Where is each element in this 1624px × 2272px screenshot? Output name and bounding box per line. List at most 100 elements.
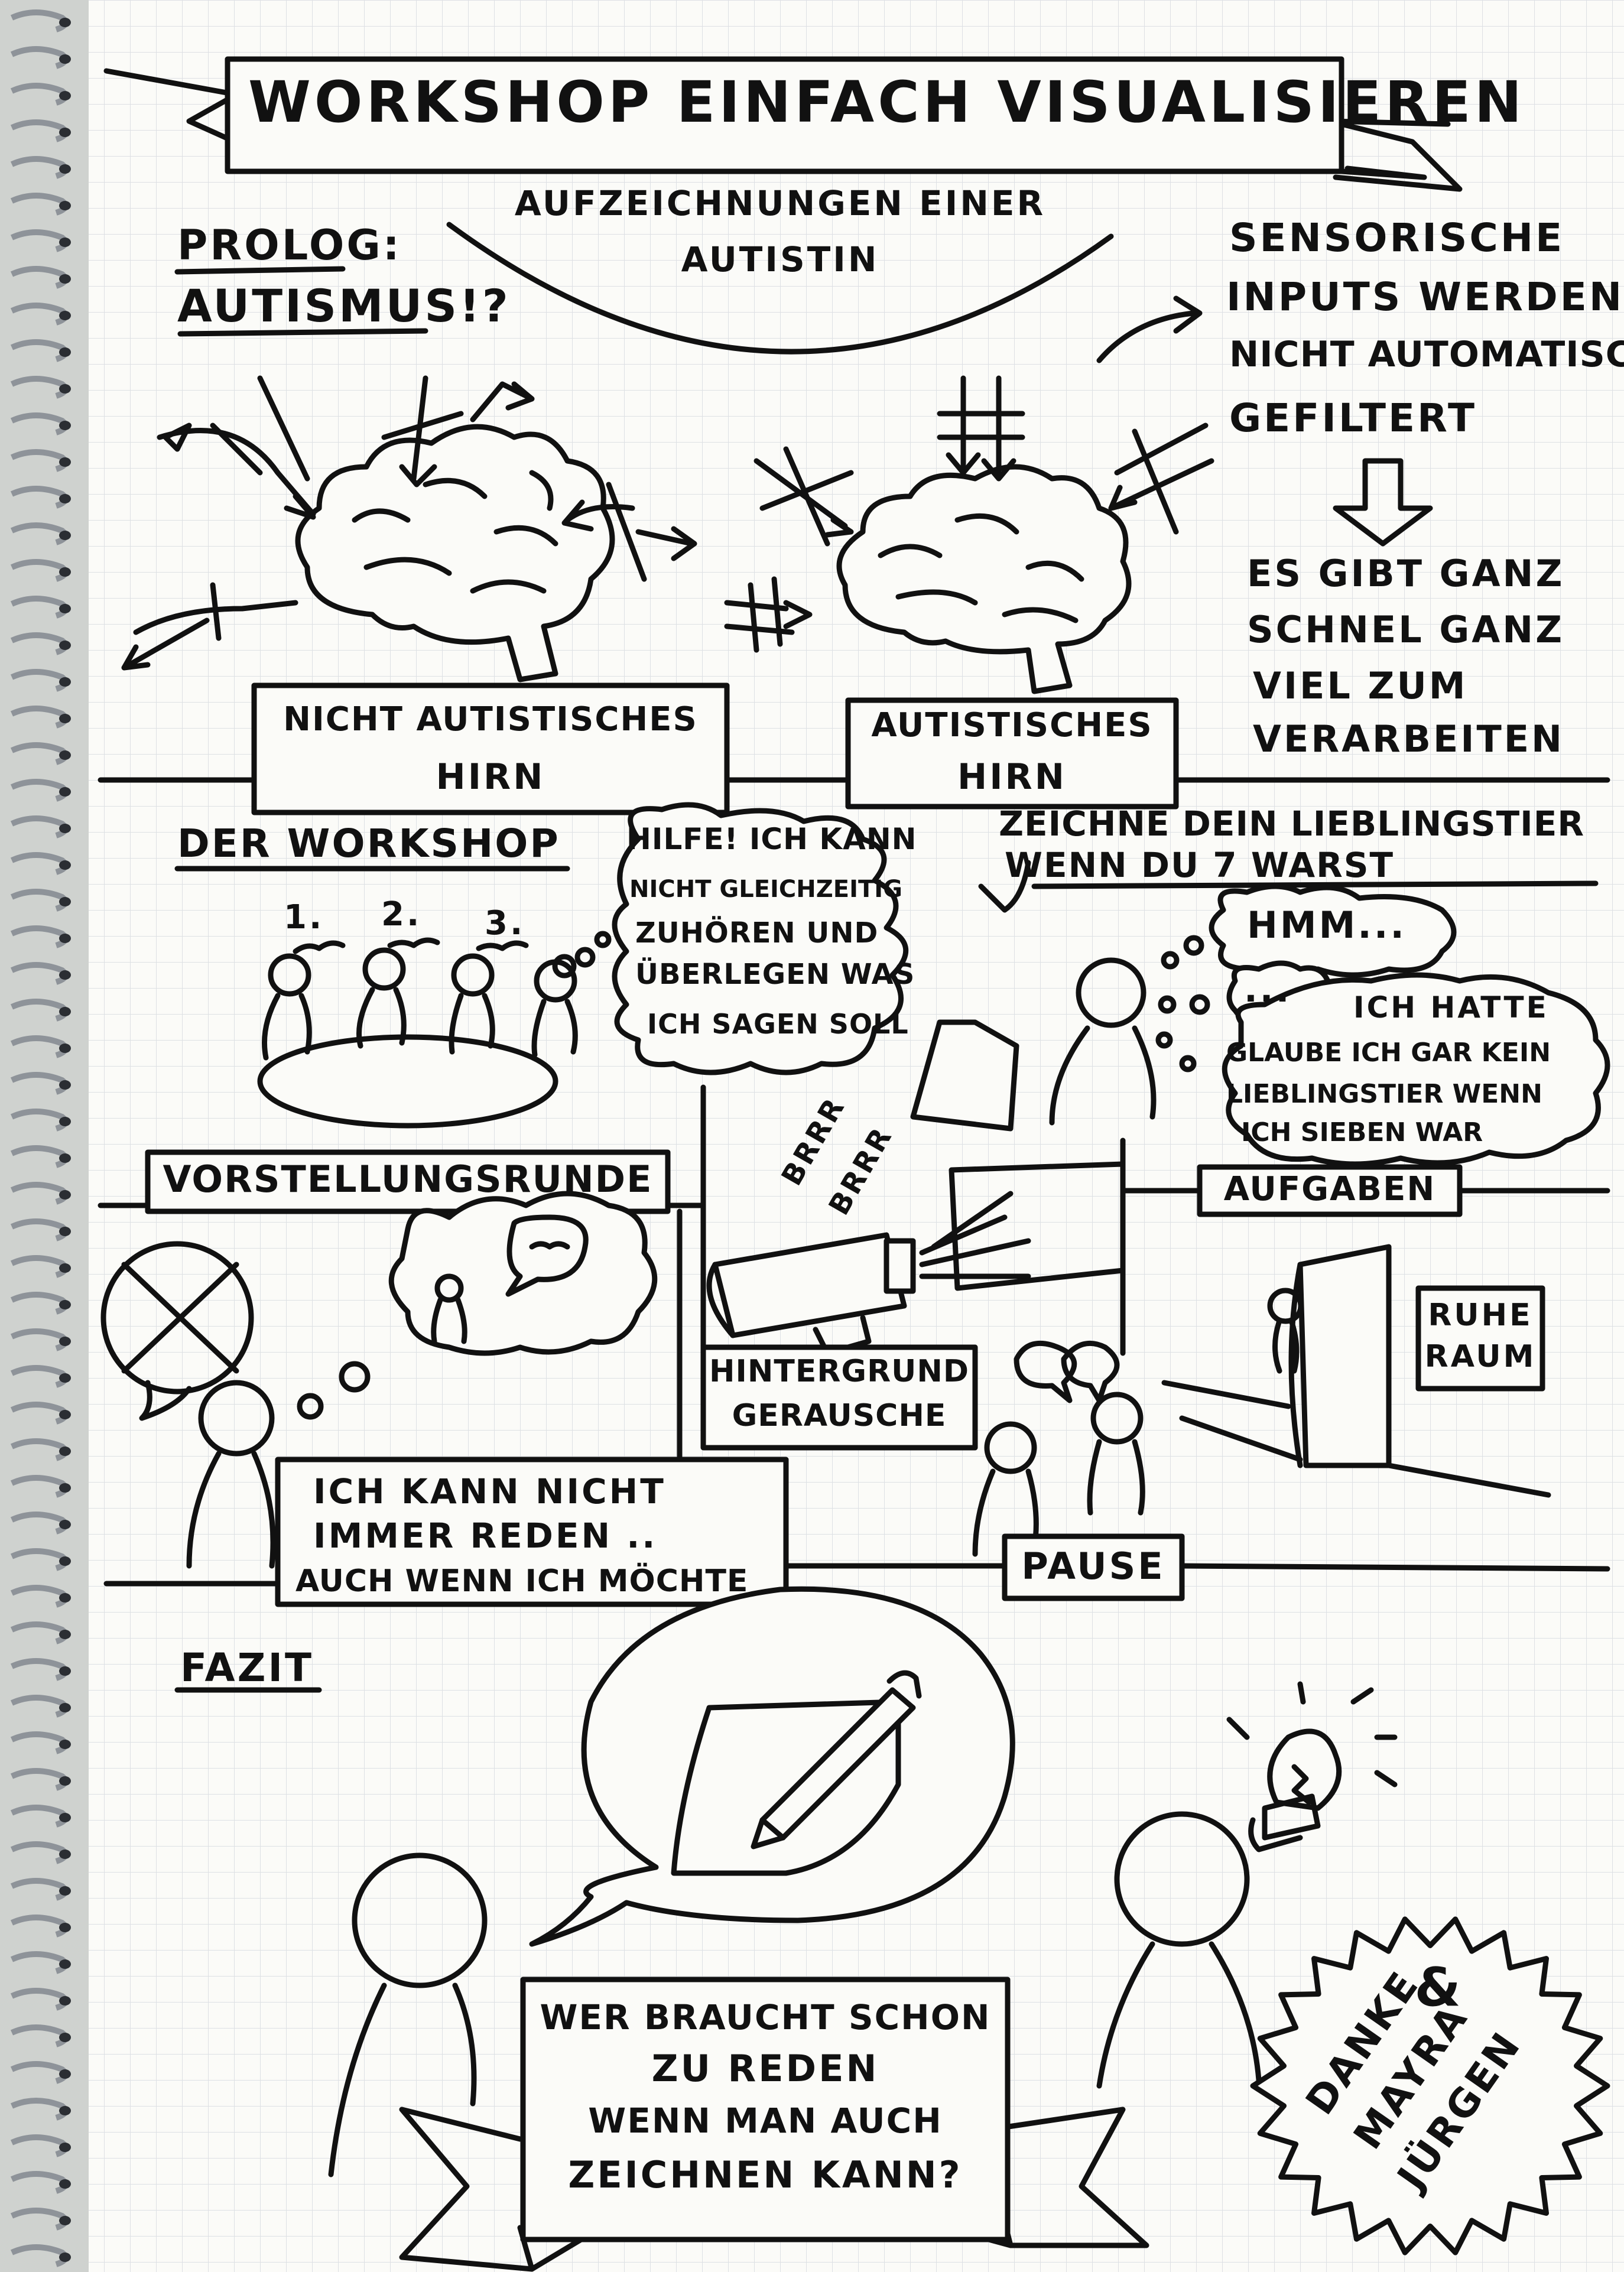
spiral-ring: [10, 1182, 69, 1205]
prolog-underline: [174, 266, 346, 275]
spiral-ring: [10, 1878, 69, 1901]
spiral-ring: [10, 1328, 69, 1351]
spiral-ring: [10, 1841, 69, 1864]
spiral-ring: [10, 669, 69, 692]
thought-dot: [1179, 1055, 1197, 1072]
spiral-ring: [10, 889, 69, 912]
spiral-ring: [10, 1768, 69, 1791]
spiral-ring: [10, 596, 69, 619]
section-rule-2: [98, 1188, 1610, 1208]
spiral-hole: [59, 1117, 71, 1126]
spiral-ring: [10, 999, 69, 1022]
hilfe-line-4: ÜBERLEGEN WAS: [635, 958, 915, 991]
spiral-hole: [59, 1813, 71, 1822]
spiral-hole: [59, 860, 71, 870]
thought-dot: [594, 931, 612, 948]
person-body: [1049, 1025, 1157, 1126]
sensory-line-2: INPUTS WERDEN: [1226, 274, 1624, 320]
spiral-ring: [10, 1658, 69, 1681]
box-ruheraum: [1415, 1285, 1545, 1392]
spiral-ring: [10, 1988, 69, 2011]
thought-cloud-hilfe: [612, 802, 909, 1075]
spiral-ring: [10, 522, 69, 545]
spiral-ring: [10, 1585, 69, 1608]
task-prompt-1: ZEICHNE DEIN LIEBLINGSTIER: [999, 804, 1585, 844]
round-table-scene: [257, 937, 578, 1129]
spiral-ring: [10, 852, 69, 875]
subtitle-line-1: AUFZEICHNUNGEN EINER: [514, 183, 1046, 223]
banner-line-2: ZU REDEN: [651, 2047, 879, 2090]
spiral-hole: [59, 1337, 71, 1346]
spiral-ring: [10, 1255, 69, 1278]
spiral-ring: [10, 2098, 69, 2121]
spiral-ring: [10, 1035, 69, 1058]
spiral-hole: [59, 384, 71, 394]
spiral-hole: [59, 1556, 71, 1566]
spiral-ring: [10, 1438, 69, 1461]
spiral-ring: [10, 2208, 69, 2231]
person-head: [1076, 957, 1146, 1028]
spiral-hole: [59, 1410, 71, 1419]
prolog-autismus: AUTISMUS!?: [177, 279, 511, 332]
spiral-hole: [59, 1263, 71, 1273]
spiral-ring: [10, 1915, 69, 1938]
spiral-hole: [59, 347, 71, 357]
spiral-hole: [59, 1959, 71, 1969]
spiral-hole: [59, 787, 71, 797]
spiral-hole: [59, 677, 71, 687]
spiral-ring: [10, 632, 69, 655]
spiral-ring: [10, 83, 69, 106]
result-line-3: VIEL ZUM: [1253, 664, 1468, 707]
box-nicht-autistisch: [251, 682, 730, 815]
spiral-hole: [59, 1520, 71, 1529]
rule-door: [1161, 1380, 1551, 1498]
spiral-ring: [10, 156, 69, 179]
spiral-ring: [10, 376, 69, 399]
spiral-ring: [10, 1292, 69, 1315]
spiral-ring: [10, 1512, 69, 1535]
hilfe-line-5: ICH SAGEN SOLL: [647, 1008, 909, 1040]
spiral-ring: [10, 486, 69, 509]
spiral-hole: [59, 567, 71, 577]
subtitle-line-2: AUTISTIN: [681, 239, 879, 279]
spiral-ring: [10, 779, 69, 802]
spiral-ring: [10, 2134, 69, 2157]
spiral-ring: [10, 815, 69, 838]
spiral-ring: [10, 119, 69, 142]
number-1: 1.: [284, 898, 324, 937]
spiral-hole: [59, 1300, 71, 1309]
right-brain-arrows: [724, 375, 1214, 653]
spiral-hole: [59, 2216, 71, 2225]
small-person-head: [434, 1273, 464, 1303]
spiral-hole: [59, 2033, 71, 2042]
spiral-hole: [59, 2069, 71, 2079]
spiral-ring: [10, 1731, 69, 1754]
person-right-large: [1096, 1811, 1262, 2089]
spiral-hole: [59, 1740, 71, 1749]
spiral-hole: [59, 1593, 71, 1603]
prolog-heading: PROLOG:: [177, 221, 402, 269]
spiral-hole: [59, 164, 71, 174]
label-pause: PAUSE: [1021, 1545, 1165, 1588]
left-brain-arrows: [121, 375, 697, 671]
task-underline: [1031, 880, 1599, 889]
spiral-ring: [10, 303, 69, 326]
spiral-hole: [59, 54, 71, 64]
speech-tail-hilfe: [978, 860, 1031, 913]
sensory-line-1: SENSORISCHE: [1229, 215, 1565, 261]
spiral-binding: [10, 9, 71, 2267]
spiral-hole: [59, 604, 71, 613]
spiral-hole: [59, 897, 71, 906]
spiral-ring: [10, 1402, 69, 1425]
spiral-ring: [10, 1695, 69, 1718]
label-vorstellungsrunde: VORSTELLUNGSRUNDE: [163, 1158, 653, 1201]
tier-line-3: LIEBLINGSTIER WENN: [1226, 1079, 1542, 1109]
thought-dot: [552, 954, 577, 979]
label-aufgaben: AUFGABEN: [1223, 1170, 1436, 1208]
tier-line-2: GLAUBE ICH GAR KEIN: [1226, 1038, 1551, 1068]
sensory-arrow: [1096, 295, 1203, 363]
spiral-hole: [59, 641, 71, 650]
spiral-ring: [10, 2244, 69, 2267]
spiral-ring: [10, 2024, 69, 2047]
dots-text: ...: [1244, 969, 1292, 1010]
